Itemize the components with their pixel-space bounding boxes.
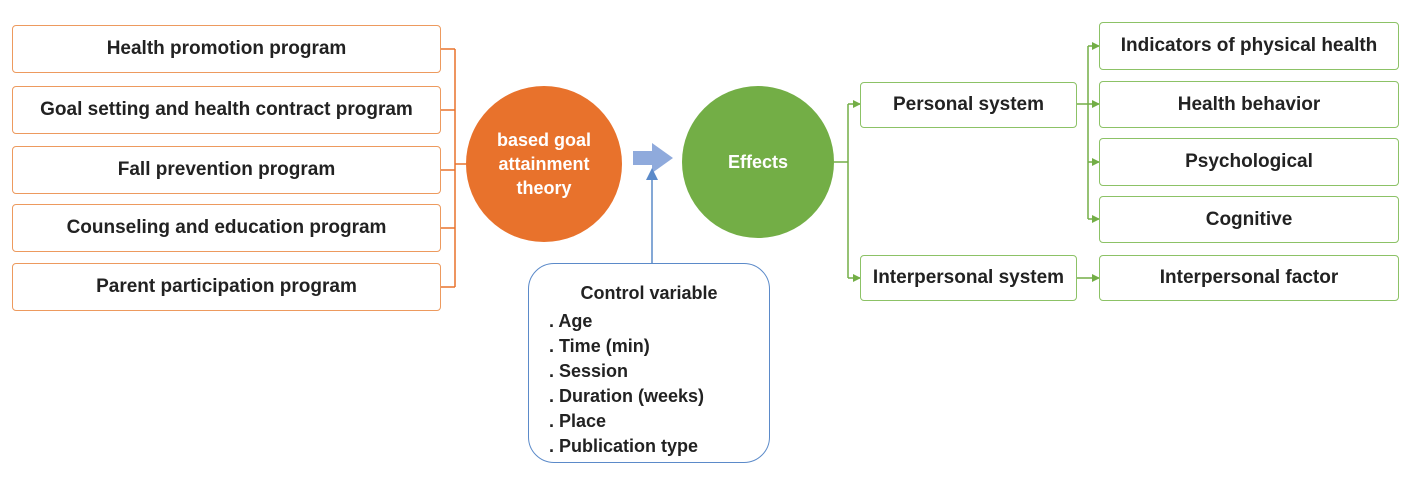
- program-box: Health promotion program: [12, 25, 441, 73]
- theory-line: based goal: [496, 130, 592, 150]
- program-box: Parent participation program: [12, 263, 441, 311]
- control-item: Time (min): [549, 334, 704, 359]
- effects-circle: Effects: [682, 86, 834, 238]
- personal-system-box: Personal system: [860, 82, 1077, 128]
- interpersonal-system-box: Interpersonal system: [860, 255, 1077, 301]
- arrow-to-effects: [633, 143, 673, 173]
- control-title: Control variable: [580, 283, 718, 303]
- theory-line: attainment: [498, 154, 590, 174]
- control-item: Duration (weeks): [549, 384, 704, 409]
- theory-line: theory: [516, 178, 572, 198]
- control-variable-box: Control variable Age Time (min) Session …: [528, 263, 770, 463]
- outcomes-bracket: [1077, 42, 1100, 282]
- control-list: Age Time (min) Session Duration (weeks) …: [549, 309, 704, 459]
- control-item: Place: [549, 409, 704, 434]
- effects-label: Effects: [727, 152, 789, 172]
- control-arrow-head: [646, 168, 658, 180]
- program-box: Counseling and education program: [12, 204, 441, 252]
- outcome-psychological-box: Psychological: [1099, 138, 1399, 186]
- program-box: Goal setting and health contract program: [12, 86, 441, 134]
- outcome-physical-health-box: Indicators of physical health: [1099, 22, 1399, 70]
- systems-bracket: [834, 100, 861, 282]
- control-item: Publication type: [549, 434, 704, 459]
- program-box: Fall prevention program: [12, 146, 441, 194]
- outcome-interpersonal-factor-box: Interpersonal factor: [1099, 255, 1399, 301]
- programs-bracket: [441, 48, 466, 288]
- outcome-cognitive-box: Cognitive: [1099, 196, 1399, 243]
- outcome-health-behavior-box: Health behavior: [1099, 81, 1399, 128]
- theory-circle: based goal attainment theory: [466, 86, 622, 242]
- control-item: Session: [549, 359, 704, 384]
- control-item: Age: [549, 309, 704, 334]
